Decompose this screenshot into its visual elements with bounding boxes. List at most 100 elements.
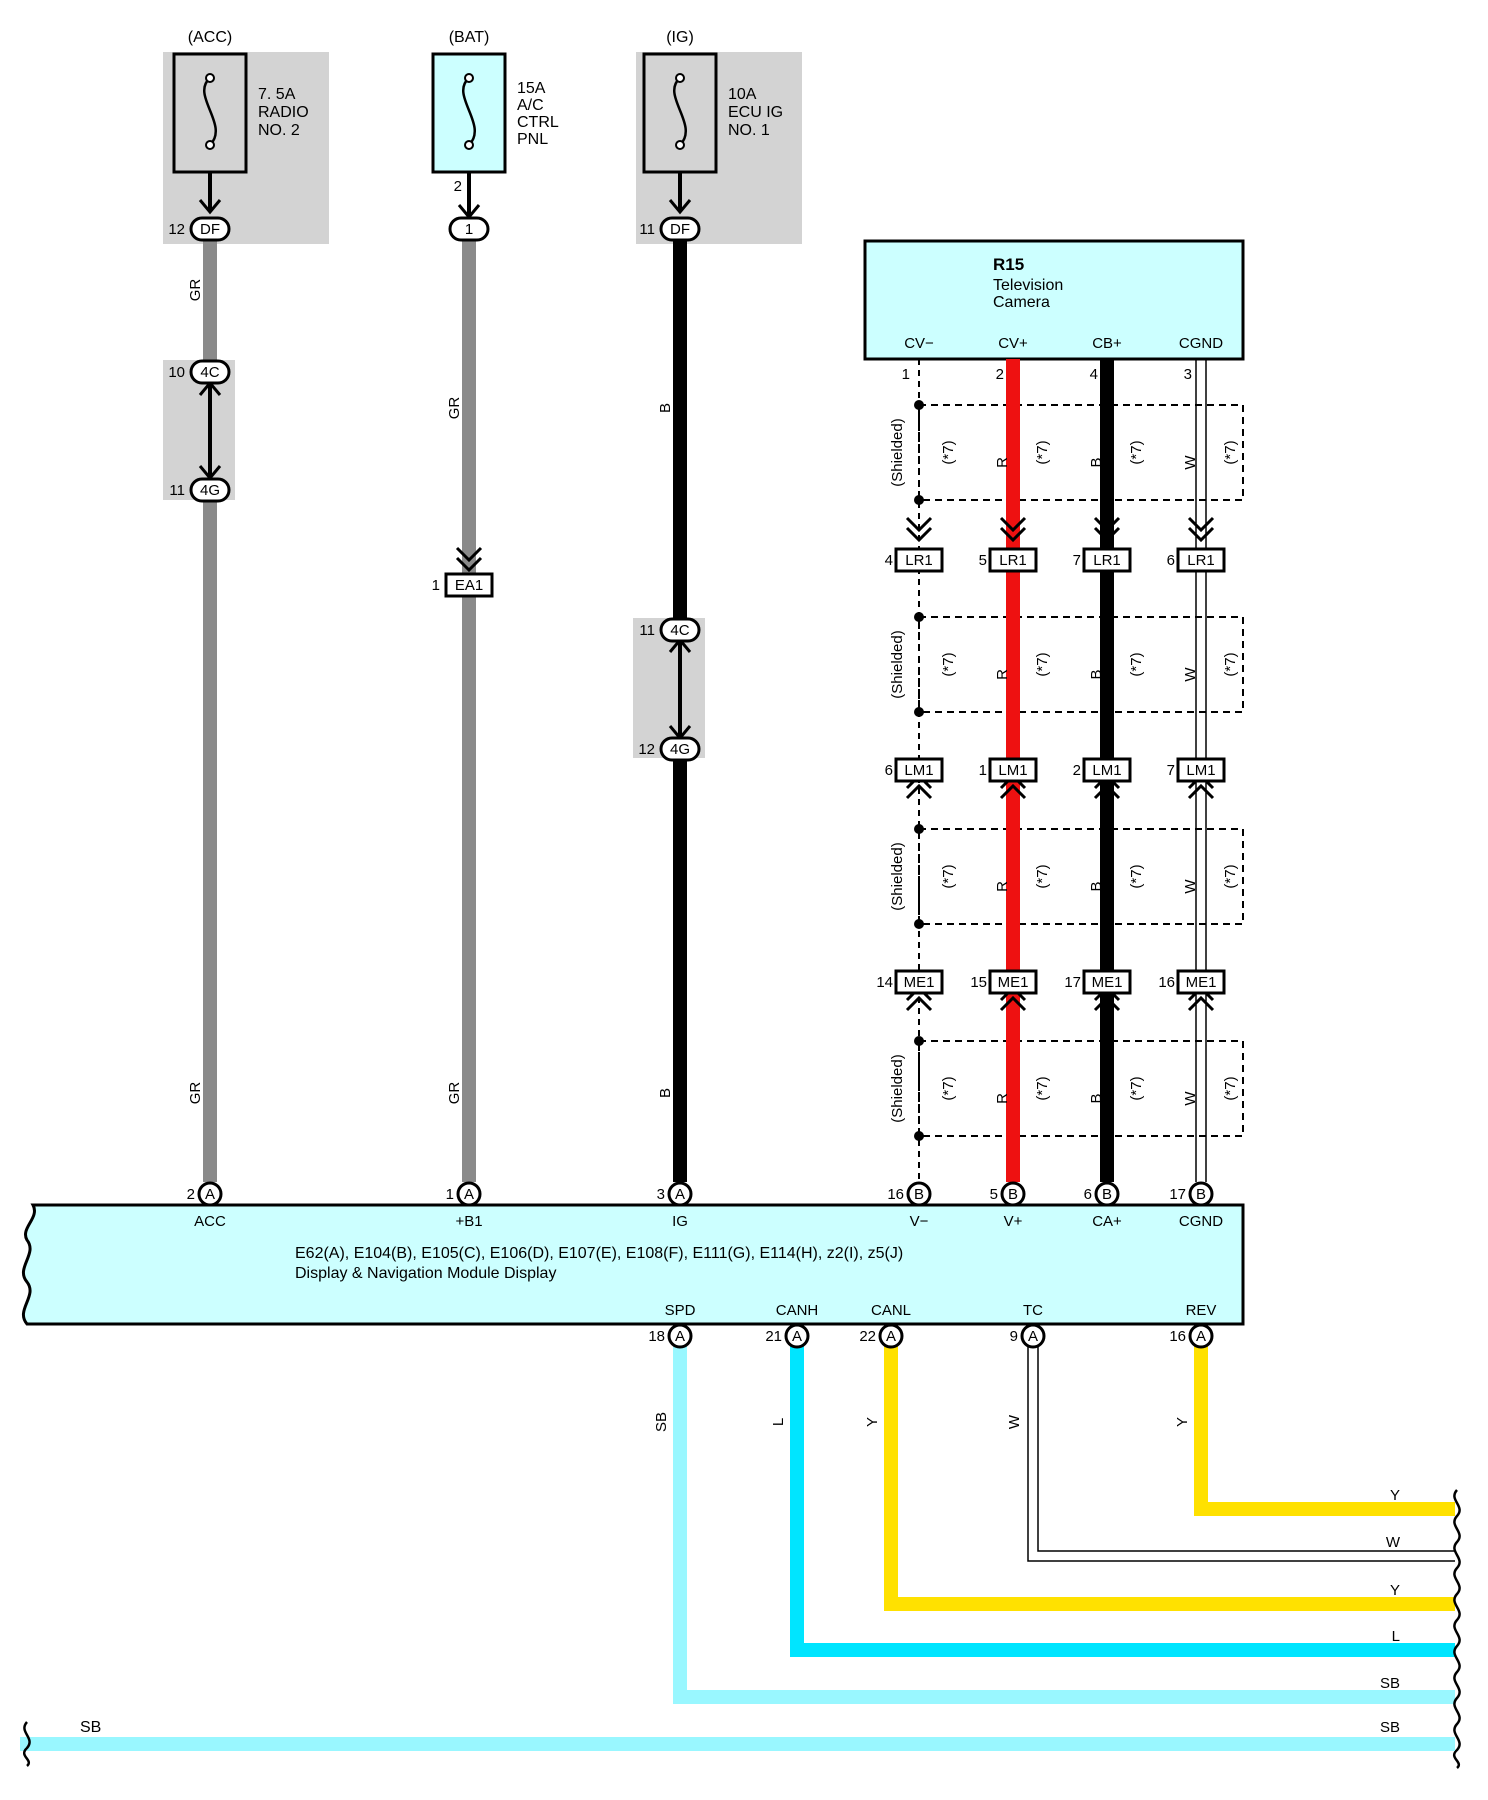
module-bot-conn-1-shape xyxy=(784,1323,810,1349)
camera-pin-2: 4 xyxy=(1090,366,1098,383)
module-top-conn-6: B xyxy=(1196,1186,1206,1203)
shield-note-3-3: (*7) xyxy=(1222,1076,1239,1100)
acc-conn-df: DF xyxy=(200,221,220,238)
shield-note-2-3: (*7) xyxy=(1128,1076,1145,1100)
module-bot-conn-0-shape xyxy=(667,1323,693,1349)
wire-bottom-2 xyxy=(884,1340,1455,1611)
fuse-name-acc-1: RADIO xyxy=(258,104,309,121)
shield-dot-top-2 xyxy=(914,824,924,834)
inline-conn-pin-3-0: 6 xyxy=(1167,552,1175,569)
camera-terminal-1: CV+ xyxy=(998,335,1028,352)
wire-tc-a xyxy=(1027,1340,1455,1562)
acc-junction-4c-shape xyxy=(189,359,231,385)
fuse-rating-ig: 10A xyxy=(728,86,757,103)
right-wire-label-2: Y xyxy=(1390,1582,1400,1599)
inline-conn-0-1: LM1 xyxy=(904,762,933,779)
camera-pin-3: 3 xyxy=(1184,366,1192,383)
module-top-name-5: CA+ xyxy=(1092,1213,1122,1230)
module-bot-name-3: TC xyxy=(1023,1302,1043,1319)
inline-conn-1-2: ME1 xyxy=(998,974,1029,991)
bottom-wire-label-2: Y xyxy=(864,1417,881,1427)
acc-wire-label-2: GR xyxy=(187,1082,204,1105)
inline-conn-pin-3-2: 16 xyxy=(1158,974,1175,991)
module-bot-conn-3: A xyxy=(1028,1328,1038,1345)
shield-label-1: (Shielded) xyxy=(889,630,906,698)
arrow-acc xyxy=(198,199,222,215)
module-top-name-2: IG xyxy=(672,1213,688,1230)
inline-conn-1-1-shape xyxy=(988,757,1038,783)
fuse-name-ig-1: ECU IG xyxy=(728,104,783,121)
bat-conn-1-shape xyxy=(448,216,490,242)
module-subtitle: Display & Navigation Module Display xyxy=(295,1265,556,1282)
bottom-wire-label-1: L xyxy=(770,1418,787,1426)
wire-tc-b xyxy=(1037,1340,1455,1552)
acc-wire-label-1: GR xyxy=(187,279,204,302)
fuse-name-bat-1: A/C xyxy=(517,97,544,114)
inline-conn-pin-0-2: 14 xyxy=(876,974,893,991)
shield-dot-bot-0 xyxy=(914,495,924,505)
shield-note-0-3: (*7) xyxy=(940,1076,957,1100)
arrow-lr1-3 xyxy=(1187,516,1215,543)
arrow-lr1-0 xyxy=(905,516,933,543)
camera-code: R15 xyxy=(993,255,1024,274)
right-wire-label-5: SB xyxy=(1380,1719,1400,1736)
shield-note-0-0: (*7) xyxy=(940,440,957,464)
acc-junction-4g-shape xyxy=(189,477,231,503)
module-top-conn-5: B xyxy=(1102,1186,1112,1203)
inline-conn-pin-2-2: 17 xyxy=(1064,974,1081,991)
inline-conn-pin-0-0: 4 xyxy=(885,552,893,569)
right-wire-label-4: SB xyxy=(1380,1675,1400,1692)
wire-label-1-3: R xyxy=(994,1093,1011,1104)
ig-junction-4g-shape xyxy=(659,736,701,762)
shield-note-3-0: (*7) xyxy=(1222,440,1239,464)
inline-conn-0-0: LR1 xyxy=(905,552,933,569)
ig-wire-label-1: B xyxy=(657,403,674,413)
right-wire-label-1: W xyxy=(1386,1534,1401,1551)
fuse-name-acc-2: NO. 2 xyxy=(258,122,300,139)
ig-conn-pin: 11 xyxy=(639,221,655,238)
shield-box-0 xyxy=(918,404,1244,501)
shield-label-3: (Shielded) xyxy=(889,1054,906,1122)
ig-conn-df-shape xyxy=(659,216,701,242)
inline-conn-2-2-shape xyxy=(1082,969,1132,995)
inline-conn-3-1: LM1 xyxy=(1186,762,1215,779)
module-top-pin-1: 1 xyxy=(446,1186,454,1203)
fuse-source-ig: (IG) xyxy=(666,29,694,46)
camera-name-2: Camera xyxy=(993,294,1050,311)
ig-junction-4c: 4C xyxy=(670,622,689,639)
bottom-wire-label-0: SB xyxy=(653,1412,670,1432)
module-top-pin-4: 5 xyxy=(990,1186,998,1203)
wire-label-1-0: R xyxy=(994,457,1011,468)
module-bot-conn-0: A xyxy=(675,1328,685,1345)
inline-conn-pin-1-2: 15 xyxy=(970,974,987,991)
module-top-pin-0: 2 xyxy=(187,1186,195,1203)
inline-conn-3-2: ME1 xyxy=(1186,974,1217,991)
wire-bottom-4 xyxy=(1194,1340,1455,1516)
module-bot-pin-0: 18 xyxy=(648,1328,665,1345)
inline-conn-0-1-shape xyxy=(894,757,944,783)
module-bot-name-2: CANL xyxy=(871,1302,911,1319)
ig-conn-df: DF xyxy=(670,221,690,238)
inline-conn-2-2: ME1 xyxy=(1092,974,1123,991)
shield-box-2 xyxy=(918,828,1244,925)
wire-label-1-1: R xyxy=(994,669,1011,680)
module-top-conn-2-shape xyxy=(667,1181,693,1207)
wire-bottom-1 xyxy=(790,1340,1455,1657)
module-top-conn-2: A xyxy=(675,1186,685,1203)
module-bot-name-0: SPD xyxy=(665,1302,696,1319)
shield-note-1-1: (*7) xyxy=(1034,652,1051,676)
arrow-lr1-2 xyxy=(1093,516,1121,543)
inline-conn-3-0-shape xyxy=(1176,547,1226,573)
wire-label-2-1: B xyxy=(1088,669,1105,679)
shield-note-1-3: (*7) xyxy=(1034,1076,1051,1100)
module-bot-name-4: REV xyxy=(1186,1302,1217,1319)
wire-label-2-0: B xyxy=(1088,457,1105,467)
inline-conn-1-0-shape xyxy=(988,547,1038,573)
module-top-pin-2: 3 xyxy=(657,1186,665,1203)
acc-conn-df-shape xyxy=(189,216,231,242)
wire-label-3-3: W xyxy=(1182,1091,1199,1106)
module-top-conn-1: A xyxy=(464,1186,474,1203)
module-top-conn-4-shape xyxy=(1000,1181,1026,1207)
shield-label-2: (Shielded) xyxy=(889,842,906,910)
